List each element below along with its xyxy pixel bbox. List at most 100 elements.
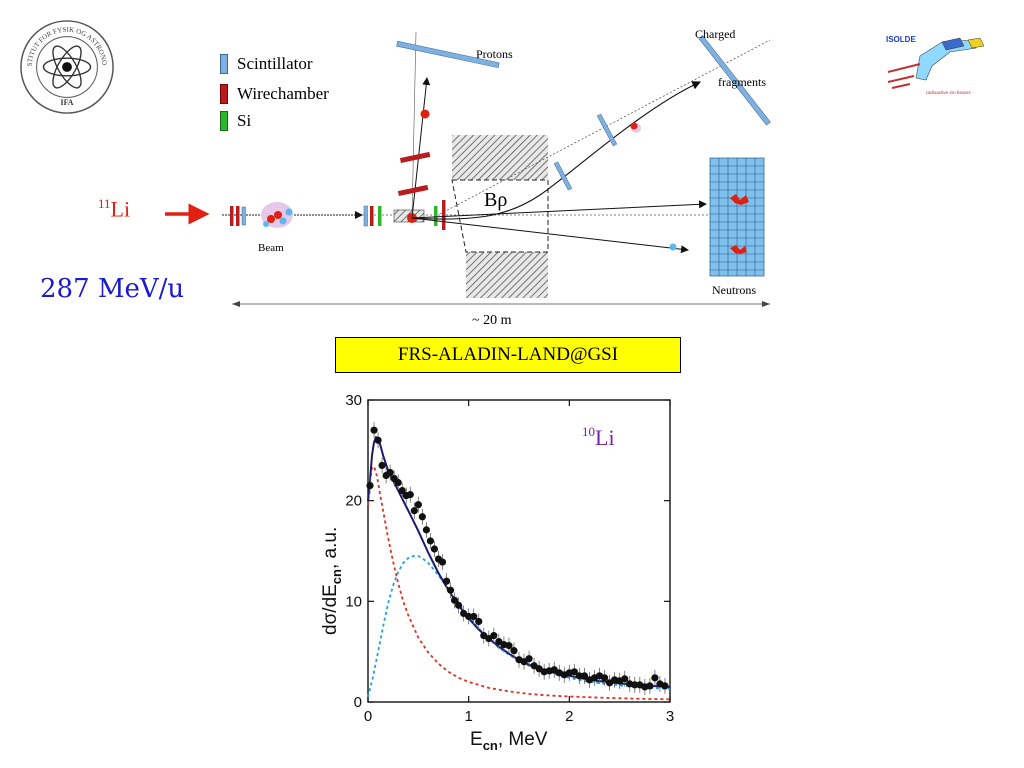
beam-label: Beam bbox=[258, 242, 284, 254]
scintillator-2 bbox=[363, 205, 368, 227]
magnet-gap-outline bbox=[451, 179, 549, 253]
legend-item-scintillator: Scintillator bbox=[220, 53, 313, 75]
beam-neutron-1 bbox=[279, 217, 287, 225]
proton-axis-line bbox=[411, 31, 417, 219]
annotation-symbol: Li bbox=[595, 425, 615, 450]
fragment-track bbox=[411, 81, 701, 220]
isolde-logo-caption: radioactive ion beams bbox=[926, 90, 971, 95]
x-tick-label-1: 1 bbox=[464, 708, 472, 725]
data-point-22 bbox=[455, 601, 463, 609]
beam-isotope-label: 11Li bbox=[98, 196, 130, 222]
data-point-19 bbox=[442, 577, 451, 585]
neutron-track-1 bbox=[411, 200, 707, 219]
isolde-logo: ISOLDE radioactive ion beams bbox=[886, 35, 985, 95]
wirechamber-1 bbox=[230, 206, 234, 226]
neutron-track-2 bbox=[411, 217, 689, 254]
beam-neutron-2 bbox=[285, 208, 293, 216]
data-point-47 bbox=[580, 672, 589, 680]
proton-particle bbox=[420, 109, 430, 119]
wirechamber-4 bbox=[442, 200, 446, 230]
neutrons-label: Neutrons bbox=[712, 283, 756, 297]
facility-label: FRS-ALADIN-LAND@GSI bbox=[397, 344, 619, 365]
legend-item-wirechamber: Wirechamber bbox=[220, 83, 329, 105]
beam-isotope-mass: 11 bbox=[98, 196, 111, 211]
data-point-55 bbox=[621, 675, 629, 683]
data-point-46 bbox=[575, 672, 583, 680]
x-tick-label-3: 3 bbox=[666, 708, 674, 725]
data-point-10 bbox=[406, 491, 414, 499]
data-point-61 bbox=[651, 674, 659, 682]
protons-label: Protons bbox=[476, 47, 513, 61]
beam-neutron-3 bbox=[263, 221, 269, 227]
data-point-36 bbox=[525, 655, 533, 663]
beam-isotope-symbol: Li bbox=[110, 196, 131, 222]
proton-scintillator-wall bbox=[396, 40, 500, 69]
data-point-18 bbox=[438, 558, 447, 566]
magnet-label: Bρ bbox=[484, 189, 507, 211]
institute-logo-abbrev: IFA bbox=[61, 98, 74, 107]
data-point-20 bbox=[446, 586, 455, 594]
data-point-5 bbox=[386, 468, 394, 477]
si-swatch bbox=[220, 111, 228, 131]
beam-energy-label: 287 MeV/u bbox=[40, 274, 185, 304]
data-point-60 bbox=[646, 682, 654, 690]
legend-label-si: Si bbox=[237, 111, 252, 130]
data-point-13 bbox=[418, 513, 426, 521]
x-tick-label-2: 2 bbox=[565, 708, 573, 725]
beam-proton-1 bbox=[267, 215, 275, 223]
magnet-lower-pole bbox=[466, 252, 548, 298]
isotope-annotation: 10Li bbox=[582, 424, 615, 450]
data-point-12 bbox=[414, 501, 422, 509]
wirechamber-2 bbox=[236, 206, 240, 226]
beam-proton-2 bbox=[274, 211, 282, 219]
data-point-14 bbox=[422, 526, 430, 534]
wirechamber-3 bbox=[370, 206, 374, 226]
neutron-detector bbox=[709, 157, 765, 277]
series-line-dashed-0 bbox=[367, 465, 671, 701]
data-point-45 bbox=[570, 668, 578, 676]
data-point-7 bbox=[394, 478, 402, 487]
scintillator-1 bbox=[241, 206, 246, 226]
data-point-25 bbox=[470, 612, 478, 621]
institute-logo: INSTITUT FOR FYSIK OG ASTRONOMI IFA bbox=[18, 18, 114, 114]
si-detector-1 bbox=[378, 206, 382, 226]
x-axis-label-main: E bbox=[470, 729, 483, 750]
setup-diagram: Beam Protons Bρ Charged fragments bbox=[165, 27, 771, 328]
facility-label-box: FRS-ALADIN-LAND@GSI bbox=[335, 337, 681, 373]
legend-label-scintillator: Scintillator bbox=[237, 54, 313, 73]
y-tick-label-1: 10 bbox=[345, 593, 362, 610]
proton-wirechamber-1 bbox=[399, 151, 431, 164]
legend-label-wirechamber: Wirechamber bbox=[237, 84, 329, 103]
data-point-1 bbox=[370, 426, 378, 434]
proton-track bbox=[411, 77, 431, 219]
data-point-63 bbox=[661, 682, 669, 690]
legend-item-si: Si bbox=[220, 110, 251, 132]
fragments-label: fragments bbox=[718, 75, 766, 89]
data-point-3 bbox=[378, 461, 386, 470]
data-point-57 bbox=[631, 681, 639, 689]
data-point-51 bbox=[600, 674, 609, 682]
fragment-particle bbox=[630, 122, 638, 130]
data-point-11 bbox=[410, 507, 418, 515]
x-axis-label-sub: cn bbox=[483, 738, 498, 753]
y-tick-label-2: 20 bbox=[345, 493, 362, 510]
proton-wirechamber-2 bbox=[397, 184, 429, 197]
y-axis-label: dσ/dEcn, a.u. bbox=[320, 527, 344, 635]
data-point-32 bbox=[505, 642, 513, 650]
scintillator-swatch bbox=[220, 54, 228, 74]
data-point-21 bbox=[450, 596, 459, 604]
y-axis-label-unit: , a.u. bbox=[320, 527, 341, 569]
y-axis-label-sub: cn bbox=[329, 569, 344, 584]
fragment-detector-2 bbox=[596, 113, 618, 147]
wirechamber-swatch bbox=[220, 84, 228, 104]
data-point-15 bbox=[426, 537, 435, 545]
x-axis-label-unit: , MeV bbox=[498, 729, 548, 750]
distance-label: ~ 20 m bbox=[472, 313, 512, 328]
data-point-2 bbox=[374, 436, 382, 444]
fragment-tof-wall bbox=[698, 35, 771, 126]
data-point-8 bbox=[398, 487, 406, 495]
fragment-detector-1 bbox=[553, 161, 573, 191]
annotation-mass: 10 bbox=[582, 424, 595, 439]
data-point-29 bbox=[490, 631, 498, 640]
